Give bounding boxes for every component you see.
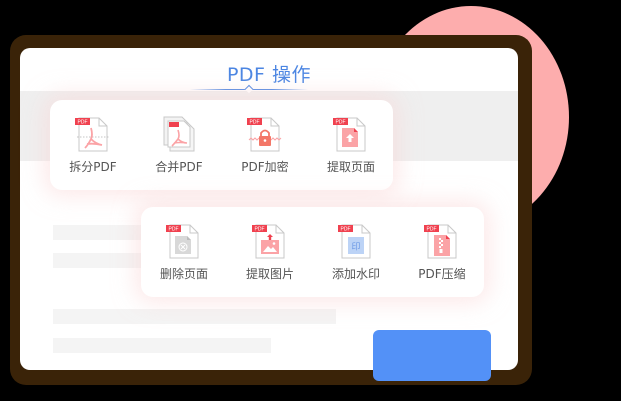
svg-text:PDF: PDF	[341, 227, 351, 233]
tool-extract-pages[interactable]: PDF 提取页面	[308, 115, 394, 175]
placeholder-line	[53, 338, 271, 353]
tool-label: PDF压缩	[418, 267, 466, 281]
tool-merge-pdf[interactable]: 合并PDF	[136, 115, 222, 175]
tool-label: 拆分PDF	[69, 160, 117, 174]
tool-label: 添加水印	[331, 267, 380, 281]
tool-label: 合并PDF	[155, 160, 203, 174]
tool-encrypt-pdf[interactable]: PDF PDF加密	[222, 115, 308, 175]
tool-label: 删除页面	[159, 267, 208, 281]
svg-text:PDF: PDF	[255, 227, 265, 233]
tool-label: 提取图片	[245, 267, 294, 281]
tool-label: PDF加密	[241, 160, 289, 174]
svg-text:PDF: PDF	[250, 120, 260, 126]
placeholder-line	[53, 253, 155, 268]
tool-card-1: PDF 拆分PDF 合并PDF PDF PDF加密	[50, 100, 393, 190]
tool-split-pdf[interactable]: PDF 拆分PDF	[50, 115, 136, 175]
split-pdf-icon: PDF	[75, 117, 109, 152]
svg-text:印: 印	[351, 241, 360, 253]
tool-label: 提取页面	[326, 160, 375, 174]
tool-compress-pdf[interactable]: PDF PDF压缩	[399, 222, 485, 282]
compress-pdf-icon: PDF	[424, 224, 457, 259]
svg-text:PDF: PDF	[169, 227, 179, 233]
tool-extract-images[interactable]: PDF 提取图片	[227, 222, 313, 282]
extract-images-icon: PDF	[252, 224, 285, 259]
tool-add-watermark[interactable]: PDF 印 添加水印	[313, 222, 399, 282]
add-watermark-icon: PDF 印	[338, 224, 371, 259]
placeholder-line	[53, 309, 336, 324]
svg-text:PDF: PDF	[78, 120, 88, 126]
placeholder-line	[53, 225, 155, 240]
tool-delete-pages[interactable]: PDF 删除页面	[141, 222, 227, 282]
svg-text:PDF: PDF	[336, 120, 346, 126]
primary-action-button[interactable]	[373, 330, 491, 381]
delete-pages-icon: PDF	[166, 224, 199, 259]
page-title: PDF 操作	[226, 64, 312, 86]
svg-text:PDF: PDF	[427, 227, 437, 233]
encrypt-pdf-icon: PDF	[247, 117, 282, 152]
merge-pdf-icon	[163, 116, 195, 152]
extract-pages-icon: PDF	[333, 117, 366, 152]
tool-card-2: PDF 删除页面 PDF 提取图片 PDF 印 添加	[141, 207, 484, 297]
